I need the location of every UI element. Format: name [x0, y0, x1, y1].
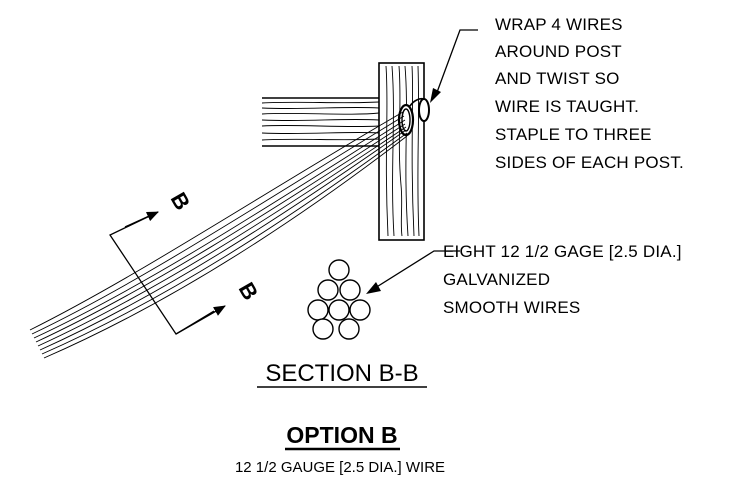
wrap-note-leader [430, 29, 478, 103]
wire-spec-line-3: SMOOTH WIRES [443, 298, 580, 317]
wrap-note-line-1: WRAP 4 WIRES [495, 15, 623, 34]
wrap-note-line-2: AROUND POST [495, 42, 622, 61]
wire-bundle [29, 111, 408, 359]
wrap-note-line-5: STAPLE TO THREE [495, 125, 652, 144]
wire-spec-line-1: EIGHT 12 1/2 GAGE [2.5 DIA.] [443, 242, 682, 261]
wrap-note-line-4: WIRE IS TAUGHT. [495, 97, 639, 116]
section-label: SECTION B-B [257, 360, 427, 388]
wrap-note-line-6: SIDES OF EACH POST. [495, 153, 684, 172]
fence-post [378, 62, 425, 241]
wire-spec-leader [366, 250, 460, 294]
section-label-text: SECTION B-B [265, 360, 418, 387]
cut-letter-top: B [166, 188, 196, 214]
option-title: OPTION B 12 1/2 GAUGE [2.5 DIA.] WIRE [235, 422, 445, 476]
option-title-text: OPTION B [286, 422, 397, 448]
fence-rail [261, 97, 380, 147]
wire-spec-note: EIGHT 12 1/2 GAGE [2.5 DIA.] GALVANIZED … [443, 242, 682, 317]
cut-letter-bottom: B [234, 278, 264, 304]
wire-cross-section [307, 259, 371, 340]
wrap-note: WRAP 4 WIRES AROUND POST AND TWIST SO WI… [495, 15, 684, 172]
option-subtitle: 12 1/2 GAUGE [2.5 DIA.] WIRE [235, 459, 445, 476]
wire-spec-line-2: GALVANIZED [443, 270, 550, 289]
wrap-note-line-3: AND TWIST SO [495, 69, 620, 88]
